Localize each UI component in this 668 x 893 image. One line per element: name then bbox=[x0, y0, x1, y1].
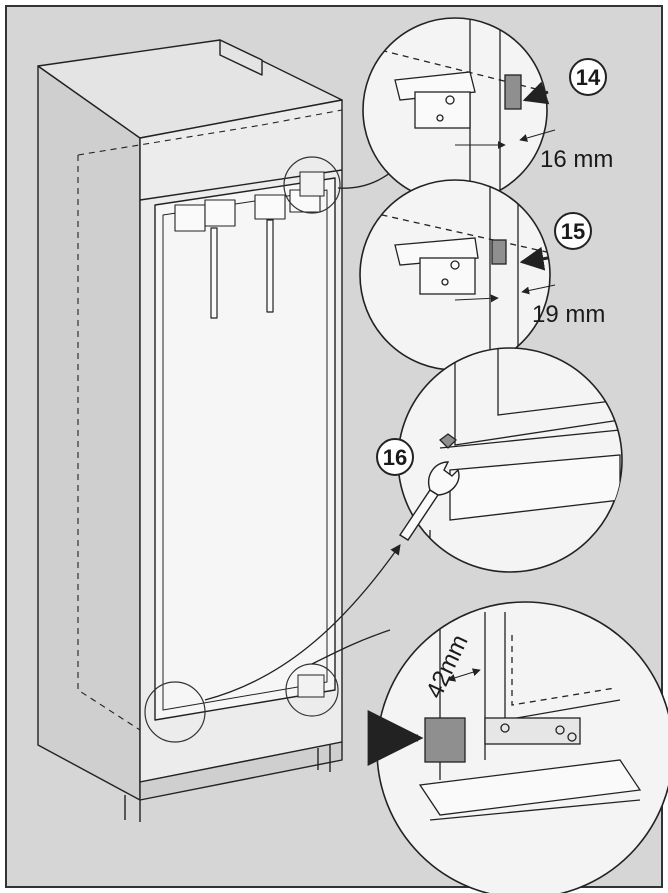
step-14-number: 14 bbox=[576, 65, 601, 90]
detail-step-14: 14 16 mm bbox=[362, 17, 613, 203]
door-mount-hardware bbox=[174, 189, 321, 232]
detail-bottom-hinge: 42mm bbox=[367, 601, 668, 893]
step-14-measurement: 16 mm bbox=[540, 146, 613, 173]
cabinet-back-wall bbox=[219, 39, 263, 76]
step-14-badge bbox=[569, 58, 607, 96]
step-15-number: 15 bbox=[561, 219, 585, 244]
hinge-top-callout bbox=[283, 156, 341, 214]
detail-step-15: 15 19 mm bbox=[359, 179, 605, 371]
cabinet-hidden-lines bbox=[77, 109, 343, 731]
cabinet-side-panel bbox=[37, 65, 141, 801]
hinge-bottom-left-callout bbox=[144, 681, 206, 743]
step-15-measurement: 19 mm bbox=[532, 301, 605, 328]
door-rods bbox=[210, 219, 274, 319]
step-16-number: 16 bbox=[383, 445, 407, 470]
cabinet bbox=[37, 39, 343, 822]
step-15-badge bbox=[554, 212, 592, 250]
appliance-door bbox=[154, 177, 336, 721]
wrench-icon bbox=[399, 461, 460, 541]
detail-step-16: 16 bbox=[376, 347, 623, 573]
cabinet-plinth bbox=[139, 741, 343, 801]
step-16-badge bbox=[376, 438, 414, 476]
